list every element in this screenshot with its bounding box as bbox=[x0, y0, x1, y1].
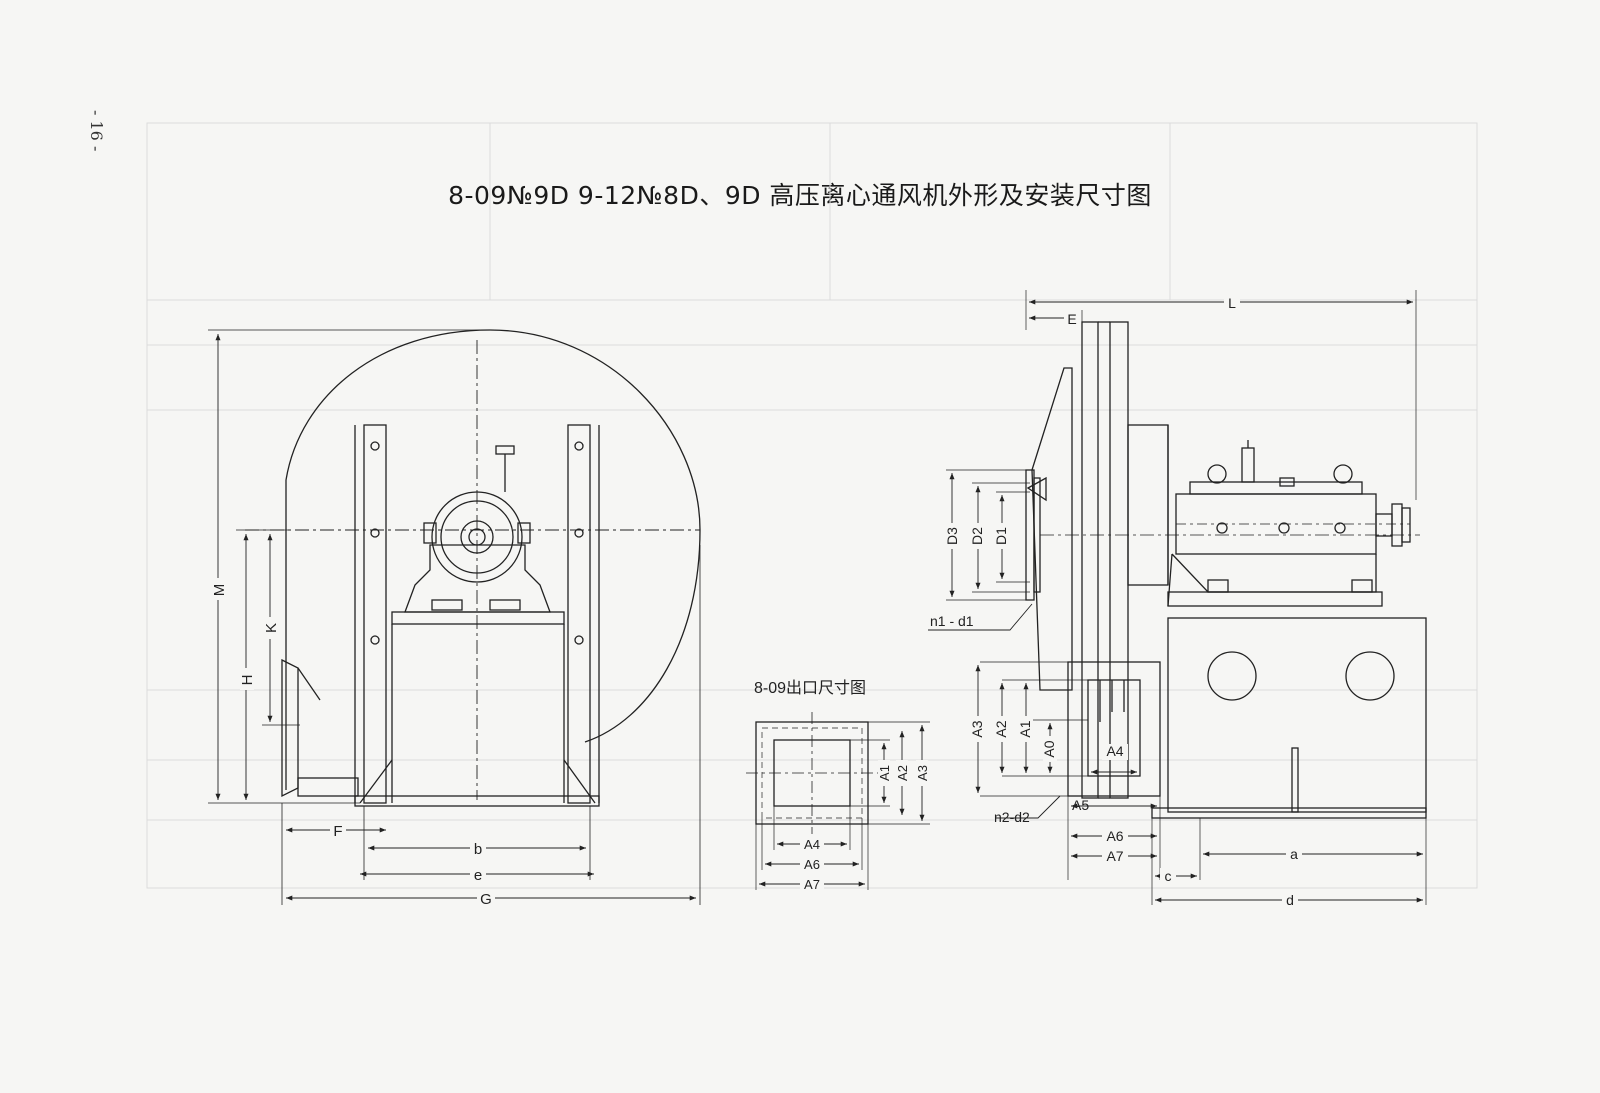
lifting-eye bbox=[1207, 464, 1227, 484]
front-view bbox=[208, 329, 701, 905]
outlet-dimensions bbox=[759, 725, 925, 887]
housing-side bbox=[1031, 367, 1073, 691]
side-label-a: a bbox=[1290, 846, 1298, 862]
outlet-caption: 8-09出口尺寸图 bbox=[754, 679, 866, 697]
side-label-A2: A2 bbox=[993, 720, 1009, 737]
side-label-A5: A5 bbox=[1072, 797, 1089, 813]
side-label-L: L bbox=[1228, 295, 1236, 311]
bearing-housing bbox=[431, 491, 523, 583]
right-frame-post bbox=[567, 424, 591, 804]
dim-label-H: H bbox=[239, 675, 256, 686]
side-label-d: d bbox=[1286, 892, 1294, 908]
base-stand bbox=[1167, 617, 1427, 813]
outlet-label-A3: A3 bbox=[915, 765, 930, 781]
side-label-A0: A0 bbox=[1041, 740, 1057, 757]
outlet-duct-side bbox=[1067, 661, 1161, 797]
outlet-label-A1: A1 bbox=[877, 765, 892, 781]
outlet-label-A2: A2 bbox=[895, 765, 910, 781]
front-dimension-labels: M K H F b e G bbox=[211, 578, 495, 908]
dim-label-b: b bbox=[474, 841, 482, 858]
left-frame-post bbox=[363, 424, 387, 804]
outlet-label-A6: A6 bbox=[804, 857, 820, 872]
outlet-dimension-labels: A1 A2 A3 A4 A6 A7 bbox=[800, 760, 930, 892]
side-label-c: c bbox=[1165, 868, 1172, 884]
side-label-n2d2: n2-d2 bbox=[994, 809, 1030, 825]
side-label-A1: A1 bbox=[1017, 720, 1033, 737]
outlet-label-A4: A4 bbox=[804, 837, 820, 852]
side-label-A6: A6 bbox=[1106, 828, 1123, 844]
front-dimensions bbox=[215, 334, 696, 901]
side-view bbox=[946, 290, 1427, 905]
post-bolt-holes bbox=[370, 441, 584, 645]
outlet-view bbox=[746, 712, 930, 890]
inlet-flange bbox=[281, 658, 299, 798]
dim-label-G: G bbox=[480, 891, 492, 908]
dim-label-M: M bbox=[211, 584, 228, 597]
dim-label-K: K bbox=[263, 623, 280, 633]
side-label-D3: D3 bbox=[944, 527, 960, 545]
volute-housing bbox=[285, 329, 701, 790]
side-label-A7: A7 bbox=[1106, 848, 1123, 864]
side-label-D1: D1 bbox=[993, 527, 1009, 545]
side-dimension-labels: L E D3 D2 D1 n1 - d1 A3 A2 A1 A0 A4 A5 n… bbox=[930, 294, 1302, 908]
dim-label-e: e bbox=[474, 867, 482, 884]
base-plate bbox=[354, 795, 600, 807]
ghost-table bbox=[146, 122, 1478, 889]
oil-cup bbox=[495, 445, 515, 455]
side-label-A4: A4 bbox=[1106, 743, 1123, 759]
side-label-A3: A3 bbox=[969, 720, 985, 737]
side-label-D2: D2 bbox=[969, 527, 985, 545]
side-label-E: E bbox=[1067, 311, 1076, 327]
outlet-label-A7: A7 bbox=[804, 877, 820, 892]
dim-label-F: F bbox=[333, 823, 342, 840]
drawing-title: 8-09№9D 9-12№8D、9D 高压离心通风机外形及安装尺寸图 bbox=[448, 181, 1152, 210]
wheel-plate bbox=[1081, 321, 1099, 799]
side-label-n1d1: n1 - d1 bbox=[930, 613, 974, 629]
bearing-pedestal bbox=[404, 544, 551, 613]
